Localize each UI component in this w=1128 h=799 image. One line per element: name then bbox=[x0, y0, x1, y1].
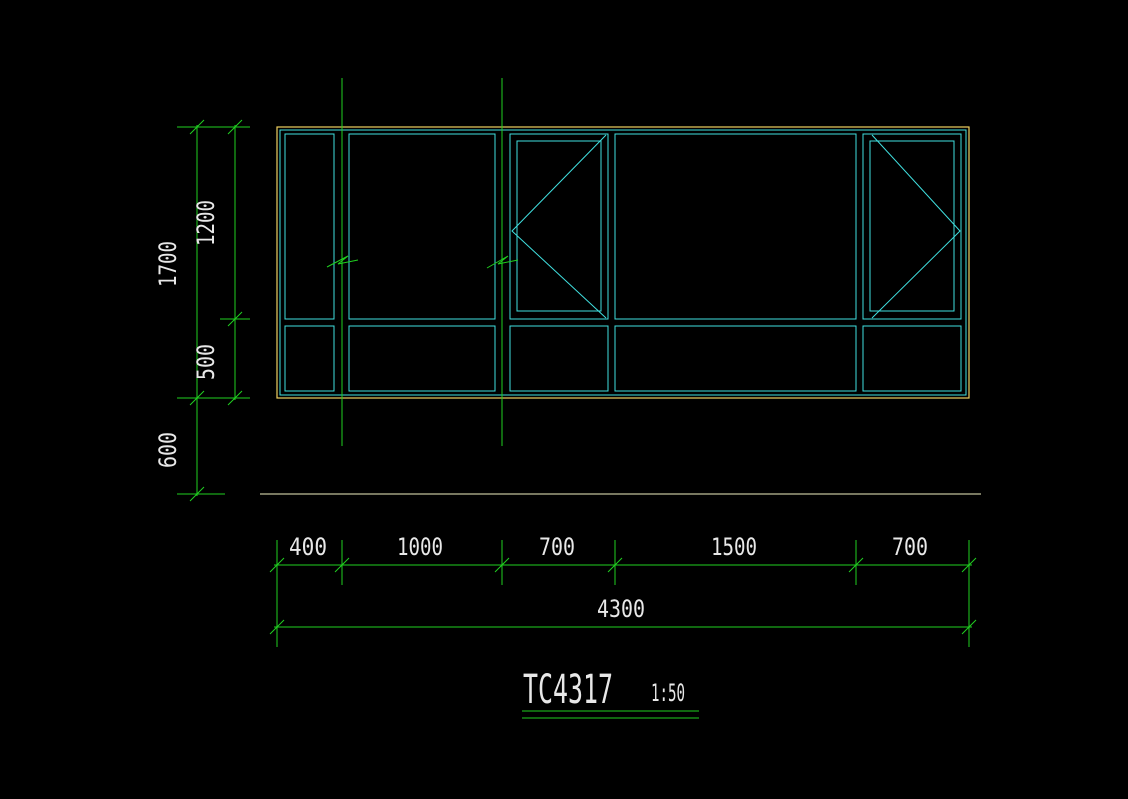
dim-sill-height: 600 bbox=[154, 432, 182, 468]
h-tick-3 bbox=[494, 557, 510, 573]
horizontal-dimensions bbox=[269, 540, 977, 647]
pane-lower-4 bbox=[614, 325, 857, 392]
dim-total-height: 1700 bbox=[154, 241, 182, 287]
pane-upper-3-outer bbox=[509, 133, 609, 320]
pane-upper-4 bbox=[614, 133, 857, 320]
h-tick-1 bbox=[269, 557, 285, 573]
pane-lower-2 bbox=[348, 325, 496, 392]
opening-indicators bbox=[511, 134, 961, 319]
h-tick-5 bbox=[848, 557, 864, 573]
v-tick-2 bbox=[227, 119, 243, 135]
v-tick-3 bbox=[227, 311, 243, 327]
section-markers bbox=[326, 255, 519, 269]
opening-indicator-left bbox=[511, 134, 607, 319]
v-tick-4 bbox=[189, 390, 205, 406]
window-outer-frame bbox=[276, 126, 970, 399]
v-tick-5 bbox=[227, 390, 243, 406]
section-marker-1 bbox=[326, 255, 359, 268]
h-tick-4 bbox=[607, 557, 623, 573]
vertical-dimensions bbox=[177, 119, 250, 502]
pane-upper-5-sash bbox=[869, 140, 955, 312]
dim-total-width: 4300 bbox=[597, 595, 645, 623]
h-tick-7 bbox=[269, 619, 285, 635]
pane-lower-1 bbox=[284, 325, 335, 392]
window-inner-frame bbox=[279, 129, 967, 396]
dim-segment-1: 400 bbox=[289, 533, 327, 561]
h-tick-8 bbox=[961, 619, 977, 635]
section-marker-2 bbox=[486, 255, 519, 269]
dim-upper-height: 1200 bbox=[192, 200, 220, 246]
opening-indicator-right bbox=[871, 134, 961, 319]
drawing-title: TC4317 bbox=[523, 667, 613, 713]
pane-lower-3 bbox=[509, 325, 609, 392]
section-lines bbox=[341, 78, 503, 446]
pane-upper-5-outer bbox=[862, 133, 962, 320]
horizontal-dimension-labels: 400 1000 700 1500 700 4300 bbox=[289, 533, 928, 623]
v-tick-1 bbox=[189, 119, 205, 135]
v-tick-6 bbox=[189, 486, 205, 502]
dim-lower-height: 500 bbox=[192, 344, 220, 380]
pane-lower-5 bbox=[862, 325, 962, 392]
dim-segment-2: 1000 bbox=[397, 533, 443, 561]
h-tick-6 bbox=[961, 557, 977, 573]
h-tick-2 bbox=[334, 557, 350, 573]
dim-segment-4: 1500 bbox=[711, 533, 757, 561]
dim-segment-3: 700 bbox=[539, 533, 575, 561]
pane-upper-1 bbox=[284, 133, 335, 320]
drawing-scale: 1:50 bbox=[651, 679, 685, 707]
pane-upper-2 bbox=[348, 133, 496, 320]
lower-panes bbox=[284, 325, 962, 392]
dim-segment-5: 700 bbox=[892, 533, 928, 561]
